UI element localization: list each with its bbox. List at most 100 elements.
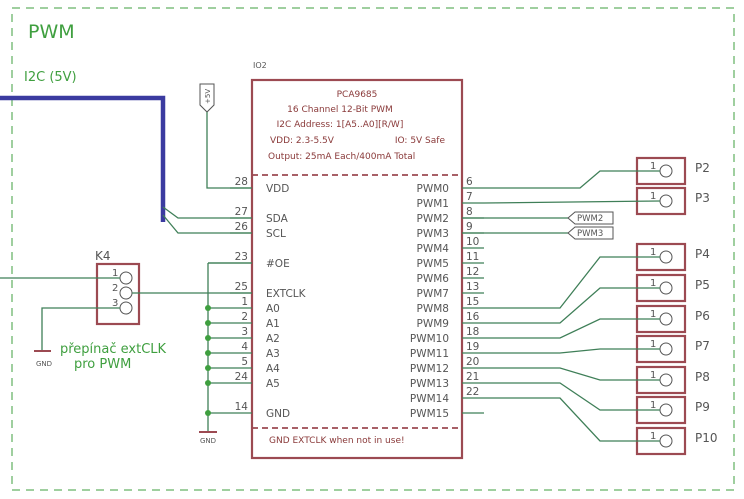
pin-number: 21 [466,371,479,383]
pin-name: A1 [266,318,280,330]
pin-name: PWM13 [410,378,449,390]
wire-pwm-out [484,287,660,324]
jumper-caption-2: pro PWM [74,357,131,372]
gnd-label-main: GND [200,437,216,445]
connector-ref: P10 [695,431,718,445]
junction-dot [205,305,211,311]
pin-number: 10 [466,236,479,248]
chip-ref: IO2 [253,61,267,70]
pin-number: 4 [241,341,248,353]
pin-name: A5 [266,378,280,390]
wire-scl [162,214,252,234]
connector-pin-number: 1 [650,278,656,289]
pin-name: VDD [266,183,289,195]
pin-name: PWM11 [410,348,449,360]
pin-name: PWM5 [417,258,449,270]
connector-ref: P5 [695,278,710,292]
junction-dot [205,365,211,371]
connector-ref: P6 [695,309,710,323]
chip-address: I2C Address: 1[A5..A0][R/W] [277,120,404,130]
pin-number: 28 [235,176,248,188]
junction-dot [205,350,211,356]
pin-name: SCL [266,228,286,240]
wire-pwm-out [484,170,660,189]
jumper-pin-3: 3 [112,298,133,315]
chip-body [250,78,464,460]
connector-pin-number: 1 [650,161,656,172]
pwm-fanout-wires [483,170,661,442]
pin-name: PWM10 [410,333,449,345]
net-label-pwm3: PWM3 [567,226,614,240]
pin-number: 1 [241,296,248,308]
pin-number: 11 [466,251,479,263]
pin-number: 26 [235,221,249,233]
chip-io-note: IO: 5V Safe [395,136,446,146]
pin-number: 24 [235,371,249,383]
net-label-pwm2: PWM2 [567,211,614,225]
gnd-label-jumper: GND [36,360,52,368]
pin-name: A3 [266,348,280,360]
connector-ref: P3 [695,191,710,205]
connector-pin-number: 1 [650,191,656,202]
pin-name: PWM0 [417,183,449,195]
connector-pin-number: 1 [650,339,656,350]
svg-text:2: 2 [112,283,118,294]
i2c-bus [0,95,166,222]
pin-name: PWM8 [417,303,449,315]
chip-pin-a1: 2A1 [230,311,280,330]
pin-name: PWM4 [417,243,450,255]
chip-pin-a3: 4A3 [230,341,280,360]
wire-sda [162,206,252,219]
connector-ref: P2 [695,161,710,175]
svg-text:PWM3: PWM3 [577,229,603,239]
junction-dot [205,380,211,386]
pin-name: GND [266,408,290,420]
pin-number: 8 [466,206,473,218]
pin-number: 2 [241,311,248,323]
connector-pin-number: 1 [650,370,656,381]
pin-number: 13 [466,281,479,293]
pin-name: EXTCLK [266,288,307,300]
wire-pwm-out [484,256,660,309]
supply-5v-label: +5V [204,89,212,104]
left-pins: 28VDD27SDA26SCL23#OE25EXTCLK1A02A13A24A3… [230,176,307,420]
pin-number: 20 [466,356,479,368]
pin-name: PWM2 [417,213,449,225]
pin-number: 15 [466,296,479,308]
connector-pin-number: 1 [650,431,656,442]
connector-ref: P7 [695,339,710,353]
pin-number: 9 [466,221,473,233]
pin-number: 5 [241,356,248,368]
pin-name: PWM7 [417,288,449,300]
right-pins: 6PWM07PWM18PWM29PWM310PWM411PWM512PWM613… [410,176,484,420]
jumper-body [95,262,141,326]
pin-number: 27 [235,206,248,218]
pin-number: 16 [466,311,480,323]
jumper-pin-1: 1 [112,268,133,285]
pin-name: #OE [266,258,290,270]
wire-pwm-out [484,367,660,381]
wire-pwm-out [483,200,661,204]
pin-number: 7 [466,191,473,203]
chip-description: 16 Channel 12-Bit PWM [287,105,393,115]
jumper-caption-1: přepínač extCLK [60,342,167,357]
pin-name: A2 [266,333,280,345]
pin-number: 14 [235,401,249,413]
bus-label: I2C (5V) [24,70,77,85]
svg-text:1: 1 [112,268,118,279]
